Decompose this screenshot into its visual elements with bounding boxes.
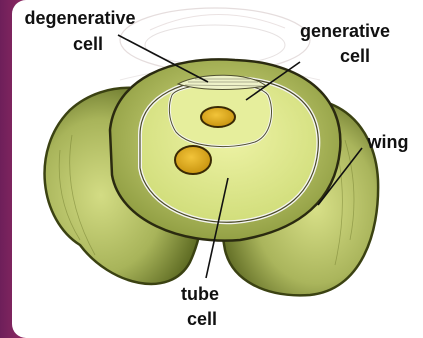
generative-nucleus: [201, 107, 235, 127]
pollen-grain-diagram: degenerative cell generative cell wing t…: [12, 0, 423, 338]
diagram-panel: degenerative cell generative cell wing t…: [12, 0, 423, 338]
label-degenerative-line2: cell: [73, 34, 103, 54]
label-generative-line1: generative: [300, 21, 390, 41]
label-generative-line2: cell: [340, 46, 370, 66]
label-wing: wing: [367, 132, 409, 152]
tube-nucleus: [175, 146, 211, 174]
label-tube-line2: cell: [187, 309, 217, 329]
label-tube-line1: tube: [181, 284, 219, 304]
label-degenerative-line1: degenerative: [24, 8, 135, 28]
